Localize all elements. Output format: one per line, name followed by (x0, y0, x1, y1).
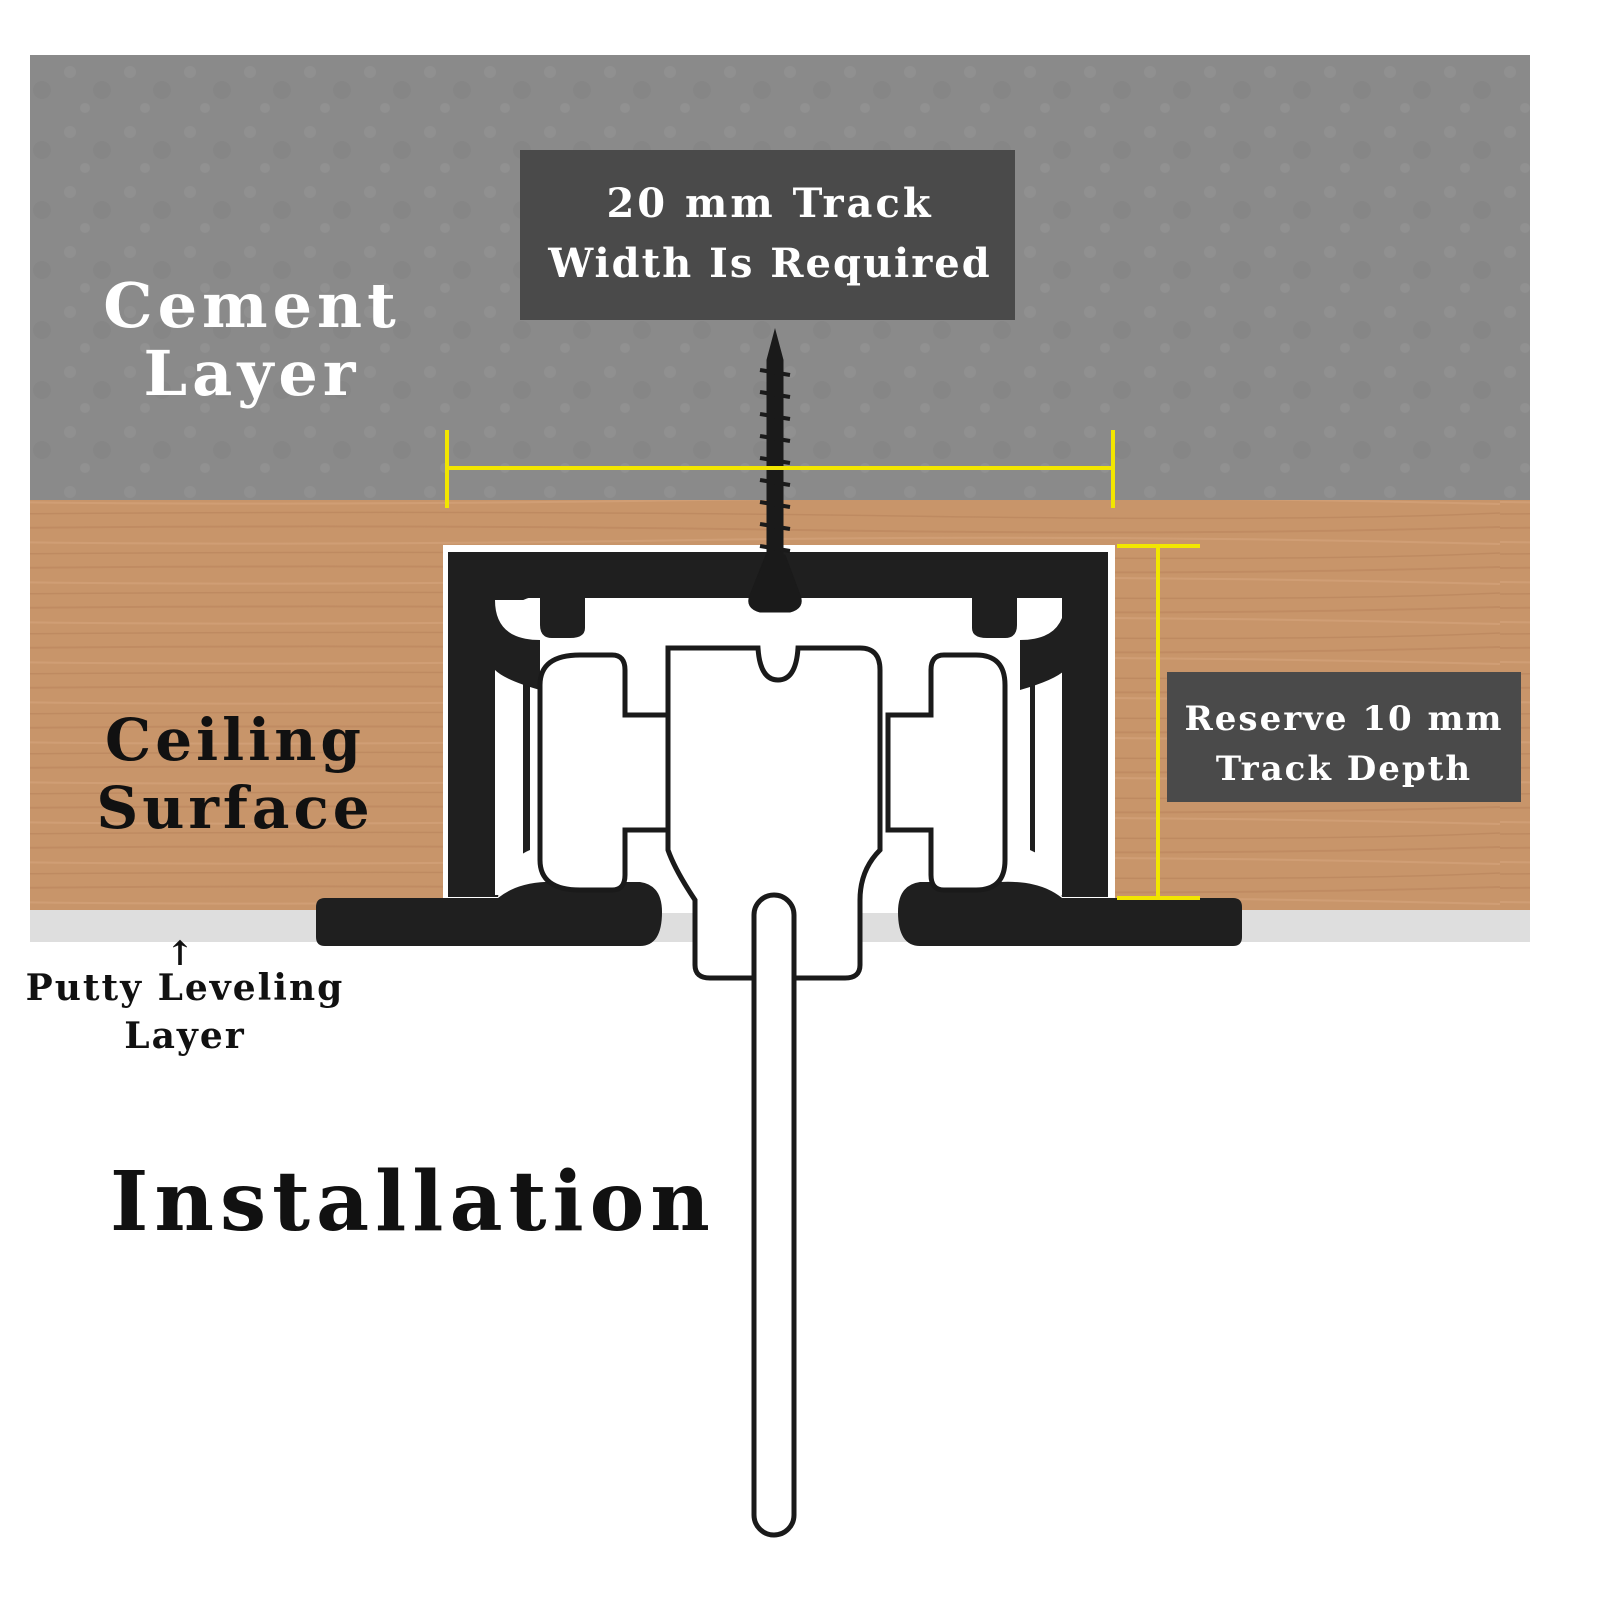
svg-text:Track Depth: Track Depth (1216, 749, 1472, 789)
track-profile (316, 552, 1242, 946)
track-depth-dimension (1117, 544, 1200, 900)
ceiling-surface-label-line-1: Ceiling (105, 706, 365, 774)
installation-title: Installation (110, 1154, 716, 1250)
track-flange-right (898, 881, 1242, 946)
svg-text:Putty Leveling: Putty Leveling (26, 967, 345, 1009)
svg-text:Layer: Layer (124, 1015, 245, 1057)
svg-text:Width Is Required: Width Is Required (547, 240, 991, 287)
track-width-note-line-1: 20 mm Track (606, 180, 933, 227)
track-glider (537, 645, 1008, 1538)
svg-text:Reserve 10 mm: Reserve 10 mm (1185, 699, 1504, 739)
cement-layer-label-line-1: Cement (103, 269, 401, 342)
track-flange-left (316, 881, 662, 946)
track-depth-note-line-2: Track Depth (1216, 749, 1472, 789)
putty-layer-label-line-1: Putty Leveling (26, 967, 345, 1009)
putty-layer-label-line-2: Layer (124, 1015, 245, 1057)
track-width-note: 20 mm Track Width Is Required (520, 150, 1015, 320)
svg-text:Surface: Surface (96, 774, 373, 842)
svg-text:Layer: Layer (144, 337, 361, 410)
svg-text:Ceiling: Ceiling (105, 706, 365, 774)
svg-text:Cement: Cement (103, 269, 401, 342)
ceiling-surface-label-line-2: Surface (96, 774, 373, 842)
svg-text:Installation: Installation (110, 1154, 716, 1250)
mounting-screw (748, 328, 802, 613)
svg-text:↑: ↑ (166, 934, 195, 974)
svg-text:20 mm Track: 20 mm Track (606, 180, 933, 227)
track-width-dimension (445, 430, 1115, 508)
track-depth-note-line-1: Reserve 10 mm (1185, 699, 1504, 739)
cement-layer-label-line-2: Layer (144, 337, 361, 410)
track-depth-note: Reserve 10 mm Track Depth (1167, 672, 1521, 802)
track-width-note-line-2: Width Is Required (547, 240, 991, 287)
putty-arrow-icon: ↑ (166, 934, 195, 974)
